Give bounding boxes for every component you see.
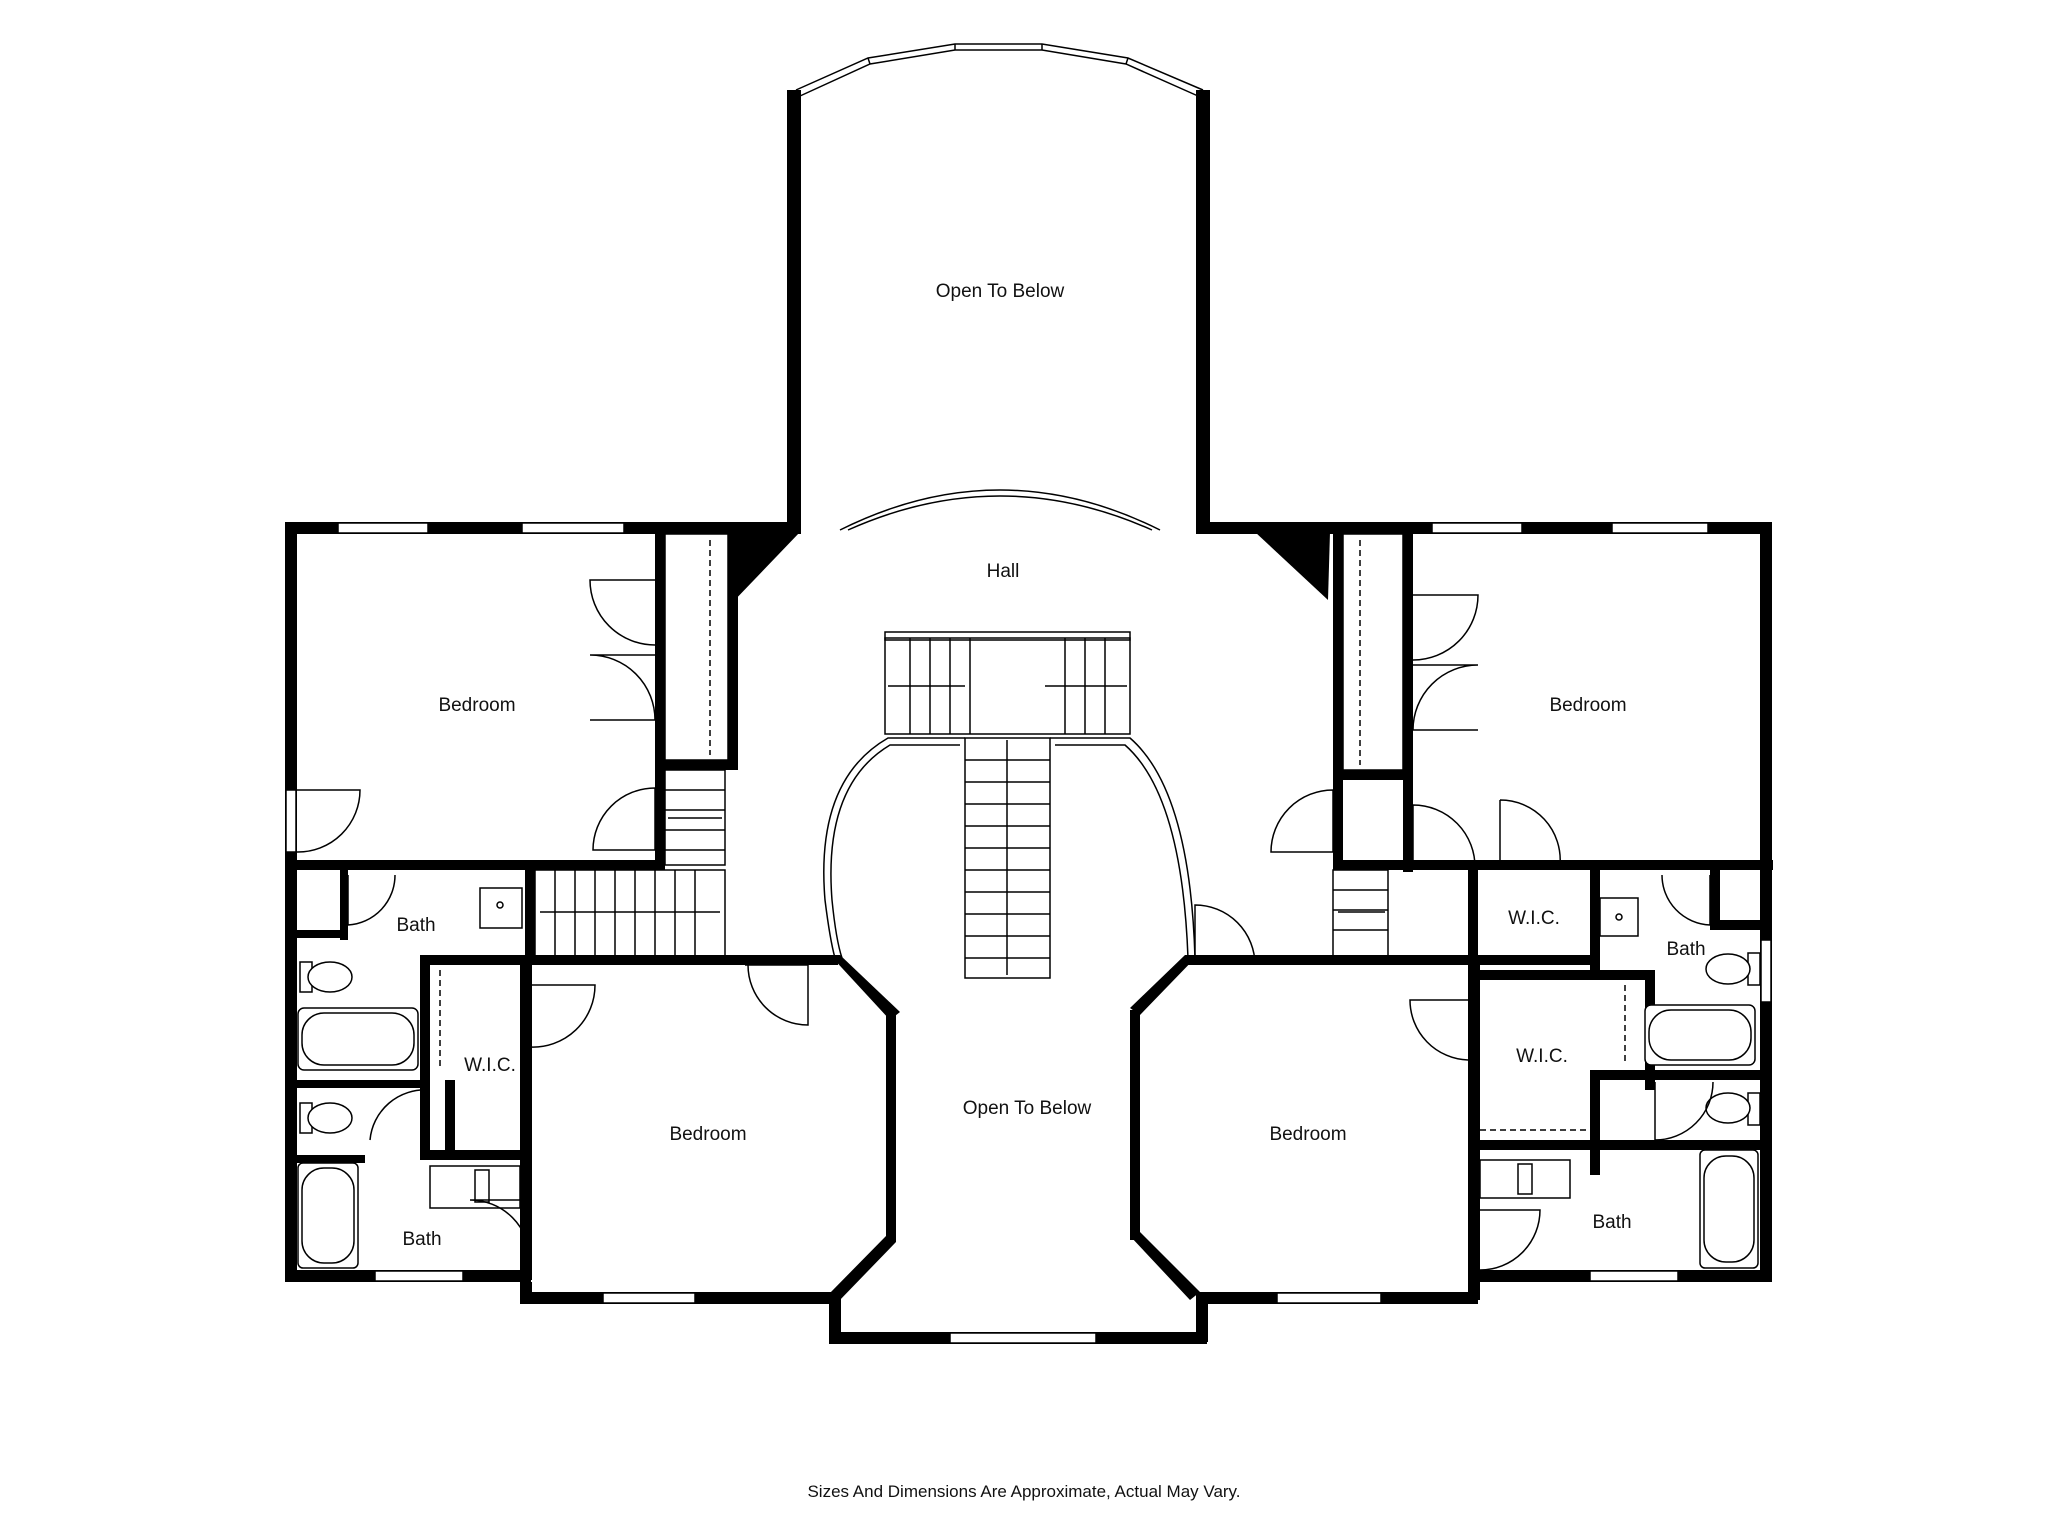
outer-walls	[285, 522, 1772, 1344]
bedroom-sw	[520, 955, 900, 1302]
bedroom-ne	[1270, 532, 1773, 872]
label-wic-e-lower: W.I.C.	[1516, 1046, 1568, 1067]
hall-curved-window	[839, 489, 1161, 531]
label-bath-e-upper: Bath	[1666, 939, 1705, 960]
hall-corner-ne	[1255, 532, 1330, 600]
label-bedroom-nw: Bedroom	[438, 695, 515, 716]
label-open-to-below-center: Open To Below	[963, 1098, 1092, 1119]
stairs-central	[823, 631, 1196, 979]
label-bedroom-sw: Bedroom	[669, 1124, 746, 1145]
bay-walls	[787, 43, 1210, 530]
label-bedroom-se: Bedroom	[1269, 1124, 1346, 1145]
label-open-to-below-top: Open To Below	[936, 281, 1065, 302]
stairs-east	[1332, 869, 1389, 959]
east-bath-block	[1468, 860, 1770, 1271]
label-bath-e-lower: Bath	[1592, 1212, 1631, 1233]
label-hall: Hall	[987, 561, 1020, 582]
label-bath-w-upper: Bath	[396, 915, 435, 936]
disclaimer-text: Sizes And Dimensions Are Approximate, Ac…	[807, 1482, 1241, 1501]
label-wic-w: W.I.C.	[464, 1055, 516, 1076]
label-bath-w-lower: Bath	[402, 1229, 441, 1250]
west-bath-block	[285, 860, 535, 1280]
label-bedroom-ne: Bedroom	[1549, 695, 1626, 716]
bedroom-se	[1130, 904, 1480, 1300]
hall-corner-nw	[728, 532, 800, 605]
label-wic-e-upper: W.I.C.	[1508, 908, 1560, 929]
stairs-west	[534, 769, 726, 959]
